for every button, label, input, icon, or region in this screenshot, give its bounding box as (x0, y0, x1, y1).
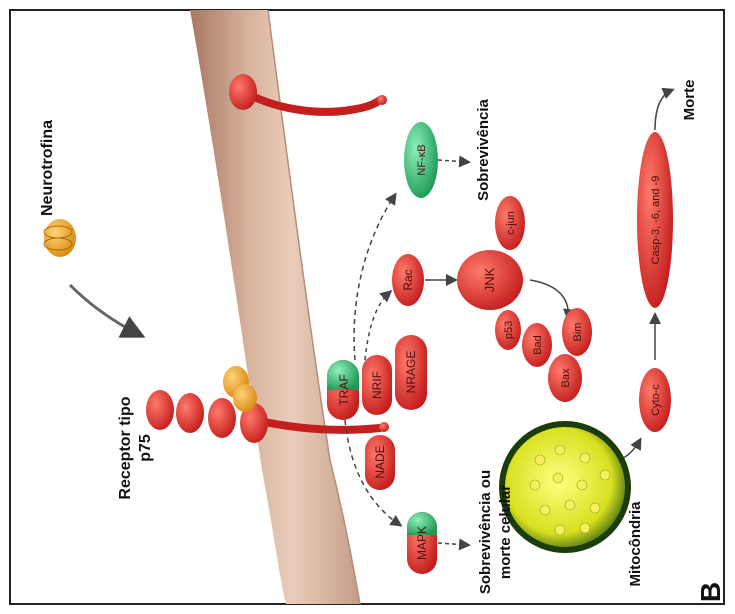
mapk-label: MAPK (415, 526, 429, 560)
bax-label: Bax (560, 368, 572, 387)
molecule-p53: p53 (495, 310, 521, 350)
nrage-label: NRAGE (404, 351, 418, 394)
arrow-nfkb-survival (438, 160, 468, 162)
arrow-jnk-bim (530, 280, 568, 318)
jnk-label: JNK (482, 267, 497, 292)
molecule-rac: Rac (392, 254, 424, 306)
molecule-casp: Casp-3, -6, and -9 (637, 132, 673, 308)
traf-label: TRAF (337, 374, 351, 405)
binding-arrow (70, 285, 140, 335)
rac-label: Rac (401, 269, 415, 290)
bad-label: Bad (532, 335, 544, 355)
survival-label: Sobrevivência (475, 98, 492, 200)
receptor-label-line1: Receptor tipo (117, 396, 134, 499)
molecule-jnk: JNK (457, 250, 523, 310)
casp-label: Casp-3, -6, and -9 (650, 176, 662, 265)
molecule-cjun: c-jun (495, 196, 525, 250)
receptor-label-line2: p75 (137, 434, 154, 462)
molecule-bax: Bax (548, 354, 582, 402)
mitochondria-label: Mitocôndria (627, 501, 644, 587)
molecule-nade: NADE (365, 435, 395, 490)
molecule-traf: TRAF (327, 360, 359, 420)
survival-or-death-line2: morte celular (497, 485, 514, 579)
neurotrofina-label: Neurotrofina (39, 120, 56, 216)
molecule-nfkb: NF-κB (404, 122, 438, 198)
p53-label: p53 (503, 321, 515, 339)
arrow-casp-death (655, 90, 672, 130)
neurotrophin-molecule (44, 219, 76, 257)
molecule-bad: Bad (522, 323, 552, 367)
molecule-cytc: Cyto-c (639, 368, 671, 432)
panel-letter: B (695, 582, 726, 602)
nrif-label: NRIF (370, 371, 384, 399)
mitochondrion (502, 424, 628, 550)
molecule-nrif: NRIF (362, 355, 392, 415)
bim-label: Bim (572, 323, 584, 342)
death-label: Morte (681, 80, 698, 121)
molecule-mapk: MAPK (407, 512, 437, 574)
cjun-label: c-jun (505, 211, 517, 235)
nade-label: NADE (373, 445, 387, 478)
nfkb-label: NF-κB (416, 144, 428, 175)
molecule-bim: Bim (562, 308, 592, 356)
arrow-traf-nfkb (354, 195, 395, 360)
cell-membrane (190, 10, 360, 604)
arrow-nrif-rac (365, 292, 390, 360)
survival-or-death-line1: Sobrevivência ou (477, 470, 494, 594)
arrow-mapk-outcome (438, 543, 468, 545)
cytc-label: Cyto-c (650, 384, 662, 416)
molecule-nrage: NRAGE (395, 335, 427, 410)
